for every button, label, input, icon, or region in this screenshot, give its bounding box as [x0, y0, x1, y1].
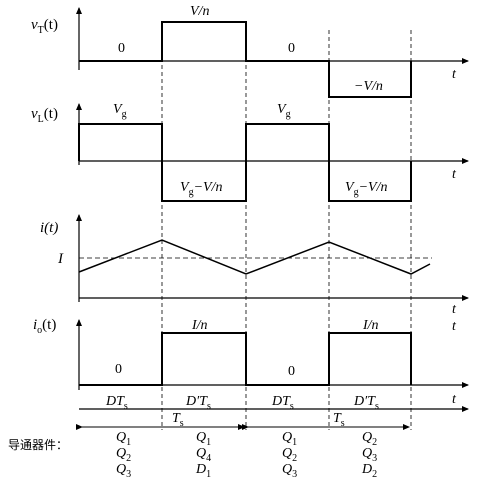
- device-4-3: D2: [361, 462, 377, 480]
- i-ylabel: i(t): [40, 220, 58, 236]
- device-3-3: Q3: [282, 462, 297, 480]
- device-2-3: D1: [195, 462, 211, 480]
- interval-label-4: D′Ts: [353, 394, 379, 412]
- device-1-3: Q3: [116, 462, 131, 480]
- device-2-1: Q1: [196, 430, 211, 448]
- timing-axis: t DTs D′Ts DTs D′Ts Ts Ts: [76, 392, 469, 430]
- device-4-2: Q3: [362, 446, 377, 464]
- io-level-2: I/n: [191, 318, 208, 333]
- device-1-2: Q2: [116, 446, 131, 464]
- conducting-label: 导通器件：: [8, 438, 68, 452]
- vl-xlabel: t: [452, 167, 457, 182]
- device-4-1: Q2: [362, 430, 377, 448]
- vt-ylabel: vT(t): [31, 17, 58, 36]
- timing-xlabel: t: [452, 392, 457, 407]
- vl-high-label-2: Vg: [277, 102, 291, 120]
- device-3-1: Q1: [282, 430, 297, 448]
- vt-level-3: 0: [288, 41, 295, 56]
- io-waveform: [79, 332, 412, 386]
- i-waveform: [78, 239, 431, 275]
- interval-label-3: DTs: [271, 394, 294, 412]
- panel-vt: vT(t) t 0 V/n 0 −V/n: [31, 4, 469, 98]
- panel-vl: vL(t) t Vg Vg Vg−V/n Vg−V/n: [31, 102, 469, 202]
- vl-waveform: [78, 123, 412, 202]
- vl-low-label-1: Vg−V/n: [180, 180, 222, 198]
- vt-waveform: [79, 21, 412, 98]
- interval-label-1: DTs: [105, 394, 128, 412]
- vl-ylabel: vL(t): [31, 106, 58, 125]
- io-xlabel: t: [452, 319, 457, 334]
- i-dc-label: I: [57, 251, 64, 267]
- vl-high-label-1: Vg: [113, 102, 127, 120]
- io-ylabel: io(t): [33, 317, 56, 336]
- vt-level-4: −V/n: [354, 79, 383, 94]
- device-1-1: Q1: [116, 430, 131, 448]
- period-label-2: Ts: [333, 411, 345, 429]
- io-level-4: I/n: [362, 318, 379, 333]
- io-level-1: 0: [115, 362, 122, 377]
- interval-label-2: D′Ts: [185, 394, 211, 412]
- vt-level-1: 0: [118, 41, 125, 56]
- i-xlabel: t: [452, 302, 457, 317]
- device-3-2: Q2: [282, 446, 297, 464]
- period-label-1: Ts: [172, 411, 184, 429]
- device-2-2: Q4: [196, 446, 211, 464]
- vt-level-2: V/n: [190, 4, 209, 19]
- vl-low-label-2: Vg−V/n: [345, 180, 387, 198]
- panel-io: io(t) t 0 I/n 0 I/n: [33, 317, 469, 390]
- vt-xlabel: t: [452, 67, 457, 82]
- io-level-3: 0: [288, 364, 295, 379]
- panel-i: i(t) t I: [40, 214, 469, 317]
